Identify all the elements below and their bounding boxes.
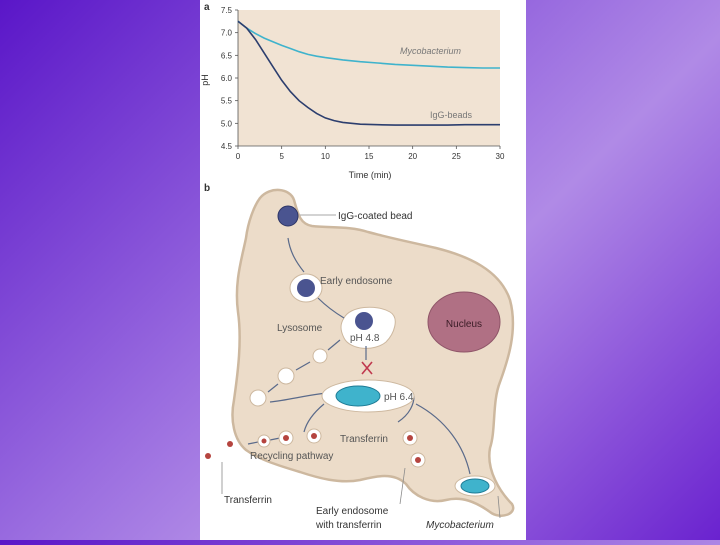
- transferrin-dot: [407, 435, 413, 441]
- series-label-mycobacterium: Mycobacterium: [400, 46, 462, 56]
- x-tick-label: 20: [408, 152, 417, 161]
- ph-phagosome-label: pH 6.4: [384, 392, 414, 403]
- series-lines: [237, 20, 500, 126]
- transferrin-dot: [311, 433, 317, 439]
- early-endosome-bead: [297, 279, 315, 297]
- early-endosome-transferrin-label-1: Early endosome: [316, 506, 389, 517]
- series-label-iggbeads: IgG-beads: [430, 110, 473, 120]
- y-tick-label: 4.5: [221, 142, 233, 151]
- x-tick-label: 10: [321, 152, 330, 161]
- y-tick-label: 6.5: [221, 51, 233, 60]
- y-axis-label: pH: [200, 74, 210, 86]
- leader-mycobacterium: [497, 495, 501, 519]
- arrow-vesicle-chain-2: [267, 383, 279, 393]
- blocked-fusion-cross: [361, 361, 373, 375]
- x-tick-label: 0: [236, 152, 241, 161]
- panel-b-label: b: [204, 183, 210, 194]
- entering-mycobacterium: [460, 478, 490, 494]
- early-endosome-transferrin-label-2: with transferrin: [315, 520, 382, 531]
- recycling-pathway-label: Recycling pathway: [250, 451, 333, 462]
- macrophage-cell: [231, 188, 515, 517]
- transferrin-vesicles: [205, 428, 426, 468]
- series-line-mycobacterium: [237, 20, 500, 69]
- transferrin-dot-outside: [205, 453, 211, 459]
- y-ticks: 7.5 7.0 6.5 6.0 5.5 5.0 4.5: [221, 6, 238, 151]
- nucleus-label: Nucleus: [446, 319, 482, 330]
- plot-background: [238, 10, 500, 146]
- transferrin-dot: [261, 438, 267, 444]
- figure-panel: a 7.5 7.0 6.5 6.0 5.5 5.0 4.5 0 5 10 15 20 25 30 pH …: [200, 0, 526, 540]
- transferrin-inner-label: Transferrin: [340, 434, 388, 445]
- x-tick-label: 30: [496, 152, 505, 161]
- ph-lysosome-label: pH 4.8: [350, 333, 380, 344]
- figure-svg: a 7.5 7.0 6.5 6.0 5.5 5.0 4.5 0 5 10 15 20 25 30 pH …: [200, 2, 515, 531]
- lysosome-label: Lysosome: [277, 323, 323, 334]
- series-line-iggbeads: [237, 20, 500, 126]
- transferrin-dot: [415, 457, 421, 463]
- arrow-vesicle-to-lysosome: [327, 339, 341, 351]
- panel-a-label: a: [204, 2, 210, 13]
- y-tick-label: 7.5: [221, 6, 233, 15]
- arrow-recycling-2: [247, 441, 259, 445]
- cross-line: [361, 361, 373, 375]
- small-vesicle: [312, 348, 328, 364]
- small-vesicle: [277, 367, 295, 385]
- early-endosome-label: Early endosome: [320, 276, 393, 287]
- phagosome-mycobacterium: [335, 385, 381, 407]
- x-ticks: 0 5 10 15 20 25 30: [236, 146, 505, 161]
- y-tick-label: 5.5: [221, 97, 233, 106]
- leader-early-endosome-transferrin: [399, 467, 406, 505]
- lysosome-bead: [355, 312, 373, 330]
- nucleus: [427, 291, 501, 353]
- transferrin-dot-outside: [227, 441, 233, 447]
- x-tick-label: 25: [452, 152, 461, 161]
- x-tick-label: 5: [279, 152, 284, 161]
- mycobacterium-label: Mycobacterium: [426, 520, 494, 531]
- arrow-endosome-to-lysosome: [317, 297, 345, 319]
- igg-bead: [277, 205, 299, 227]
- x-tick-label: 15: [365, 152, 374, 161]
- arrow-bead-to-endosome: [287, 237, 305, 273]
- arrow-vesicle-chain-1: [295, 361, 311, 371]
- pathway-arrows: [247, 237, 471, 475]
- transferrin-dot: [283, 435, 289, 441]
- arrow-mycobacterium-entry: [415, 403, 471, 475]
- small-vesicle: [249, 389, 267, 407]
- arrow-recycling-1: [269, 437, 281, 441]
- y-tick-label: 5.0: [221, 119, 233, 128]
- leader-lines: [221, 462, 501, 519]
- transferrin-outer-label: Transferrin: [224, 495, 272, 506]
- igg-bead-label: IgG-coated bead: [338, 211, 413, 222]
- x-axis-label: Time (min): [349, 170, 392, 180]
- arrow-phagosome-to-recycling: [303, 403, 325, 433]
- y-tick-label: 7.0: [221, 29, 233, 38]
- y-tick-label: 6.0: [221, 74, 233, 83]
